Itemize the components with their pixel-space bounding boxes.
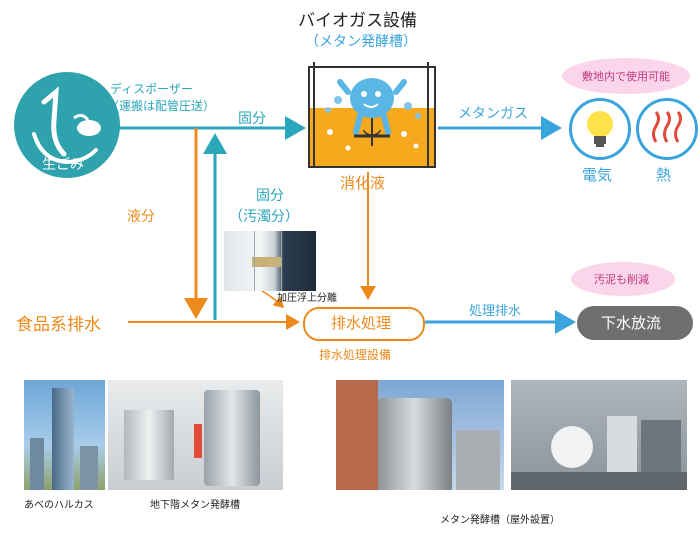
disposer-label-line1: ディスポーザー xyxy=(110,82,193,96)
outdoor-tank-caption: メタン発酵槽（屋外設置） xyxy=(440,515,560,526)
liquid-label: 液分 xyxy=(127,209,155,225)
food-wastewater-label: 食品系排水 xyxy=(16,315,101,335)
treated-water-label: 処理排水 xyxy=(469,304,522,319)
methane-gas-label: メタンガス xyxy=(458,106,528,122)
garbage-label: 生ごみ xyxy=(42,157,84,173)
harukas-caption: あべのハルカス xyxy=(24,500,94,511)
harukas-photo xyxy=(24,380,105,490)
treatment-facility-label: 排水処理設備 xyxy=(319,348,392,362)
lightbulb-icon xyxy=(587,111,613,147)
basement-tank-photo xyxy=(108,380,283,490)
sludge-reduction-label: 汚泥も削減 xyxy=(594,273,649,286)
solid-label: 固分 xyxy=(238,111,266,127)
diagram-subtitle: （メタン発酵槽） xyxy=(305,34,417,50)
heat-label: 熱 xyxy=(656,166,672,184)
electricity-label: 電気 xyxy=(582,166,613,184)
disposer-label-line2: （運搬は配管圧送） xyxy=(107,99,216,113)
outdoor-tank-photo-1 xyxy=(336,380,504,490)
heat-icon xyxy=(652,111,682,143)
outdoor-tank-photo-2 xyxy=(511,380,687,490)
onsite-use-cloud xyxy=(562,58,690,94)
sewer-discharge-label: 下水放流 xyxy=(601,314,662,332)
basement-tank-caption: 地下階メタン発酵槽 xyxy=(150,500,240,511)
sludge-reduction-cloud xyxy=(571,262,675,296)
tank-mascot-icon xyxy=(313,62,429,166)
diagram-title: バイオガス設備 xyxy=(298,11,417,31)
sewer-discharge-box xyxy=(577,306,693,340)
sludge-label-line1: 固分 xyxy=(256,188,284,204)
treatment-box xyxy=(303,307,425,341)
garbage-icon xyxy=(32,86,101,165)
onsite-use-label: 敷地内で使用可能 xyxy=(582,70,670,83)
digestate-label: 消化液 xyxy=(340,174,386,192)
sludge-label-line2: （汚濁分） xyxy=(229,209,299,225)
flotation-photo xyxy=(224,231,316,291)
treatment-label: 排水処理 xyxy=(331,314,392,332)
flotation-label: 加圧浮上分離 xyxy=(277,293,337,304)
